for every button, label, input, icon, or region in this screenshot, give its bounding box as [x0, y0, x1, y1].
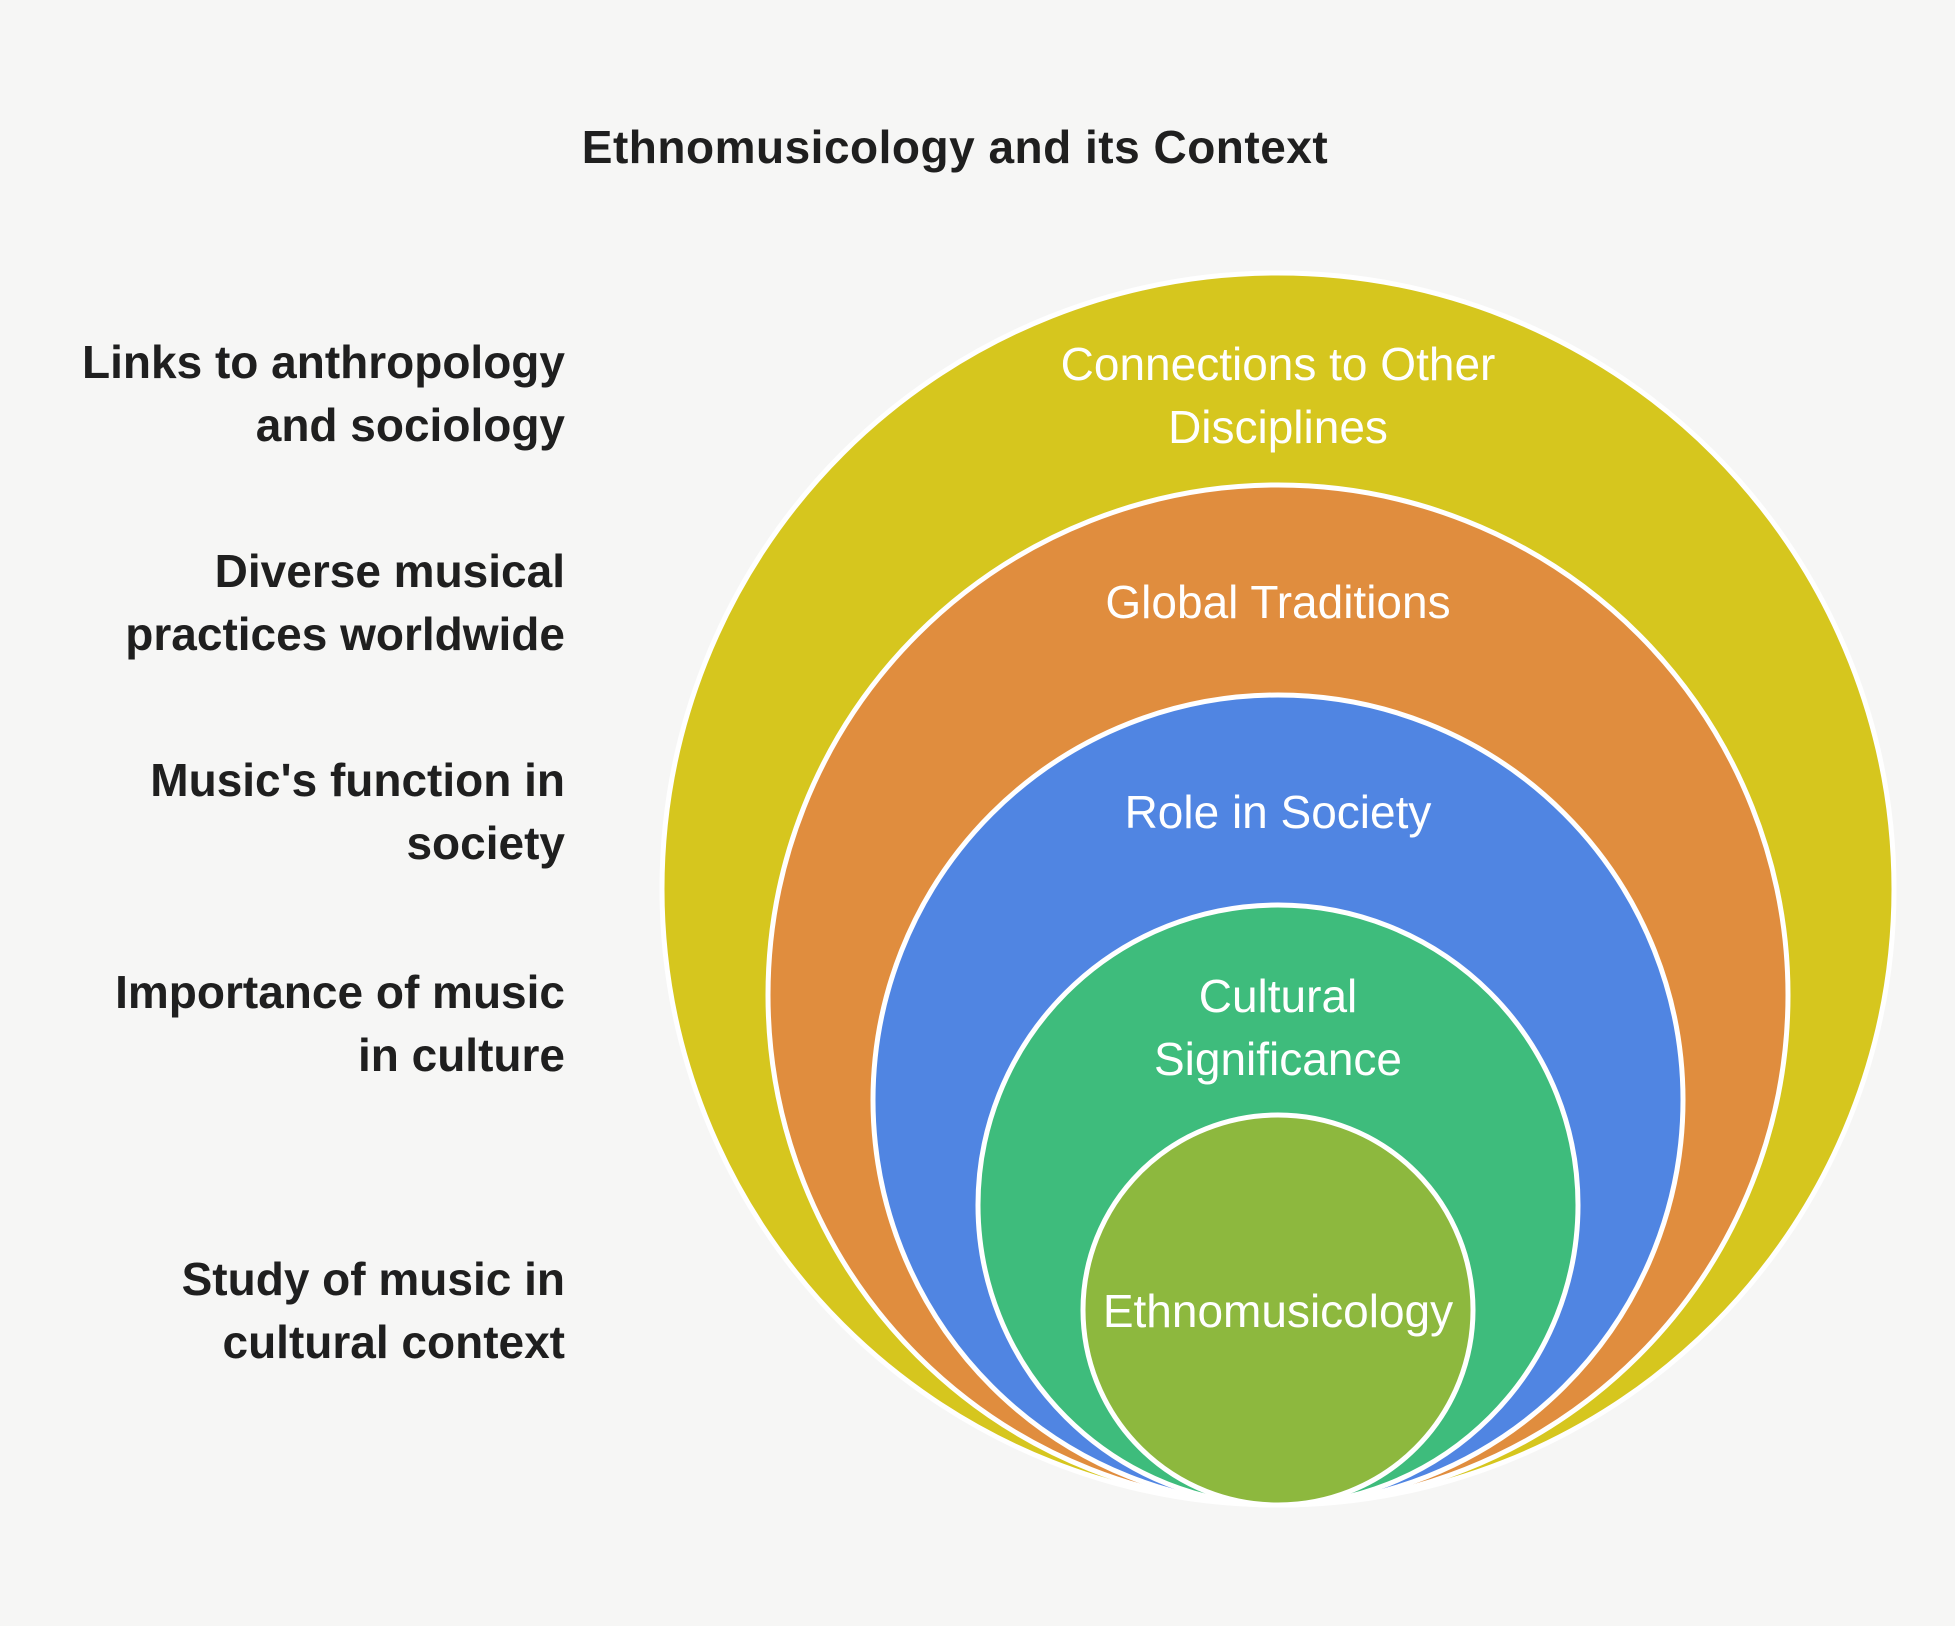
diagram-title: Ethnomusicology and its Context — [581, 121, 1329, 173]
ring-label-cultural-significance: Cultural Significance — [1153, 970, 1403, 1085]
ring-circle-ethnomusicology — [1080, 1112, 1476, 1508]
annotation-study-of-music-in-cultural-context: Study of music in cultural context — [181, 1253, 565, 1368]
annotation-diverse-musical-practices-worldwide: Diverse musical practices worldwide — [125, 545, 565, 660]
ring-label-ethnomusicology: Ethnomusicology — [1102, 1285, 1454, 1337]
ring-label-global-traditions: Global Traditions — [1105, 576, 1451, 628]
ring-label-role-in-society: Role in Society — [1124, 786, 1432, 838]
ring-label-connections-to-other-disciplines: Connections to Other Disciplines — [1060, 338, 1496, 453]
annotation-links-to-anthropology-and-sociology: Links to anthropology and sociology — [82, 336, 565, 451]
annotation-musics-function-in-society: Music's function in society — [150, 754, 565, 869]
annotation-importance-of-music-in-culture: Importance of music in culture — [115, 966, 565, 1081]
